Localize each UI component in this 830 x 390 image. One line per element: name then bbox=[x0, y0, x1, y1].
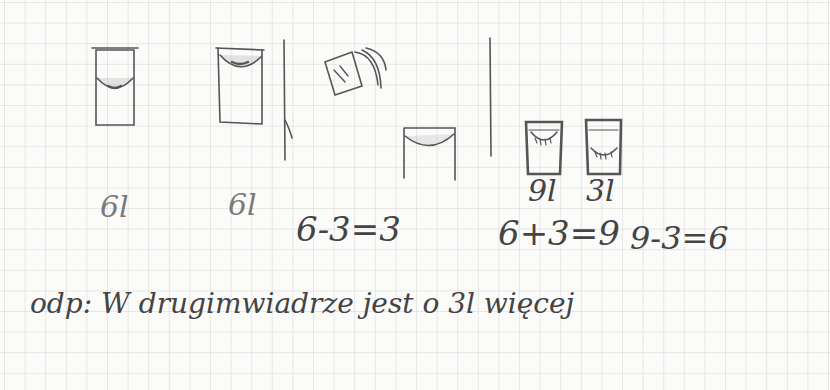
volume-label: 6l bbox=[100, 192, 129, 222]
equation: 9-3=6 bbox=[630, 222, 729, 254]
bucket bbox=[216, 48, 264, 124]
bucket bbox=[526, 122, 562, 174]
bucket bbox=[404, 128, 455, 180]
equation: 6+3=9 bbox=[498, 216, 620, 250]
equation: 6-3=3 bbox=[296, 212, 401, 246]
bucket bbox=[92, 48, 138, 125]
volume-label: 9l bbox=[528, 176, 557, 206]
volume-label: 3l bbox=[586, 176, 615, 206]
answer-text: odp: W drugimwiadrze jest o 3l więcej bbox=[30, 290, 574, 318]
separator-line bbox=[490, 38, 491, 156]
bucket bbox=[586, 120, 621, 174]
separator-line bbox=[284, 40, 285, 160]
tilted-bucket bbox=[285, 48, 386, 138]
volume-label: 6l bbox=[228, 190, 257, 220]
